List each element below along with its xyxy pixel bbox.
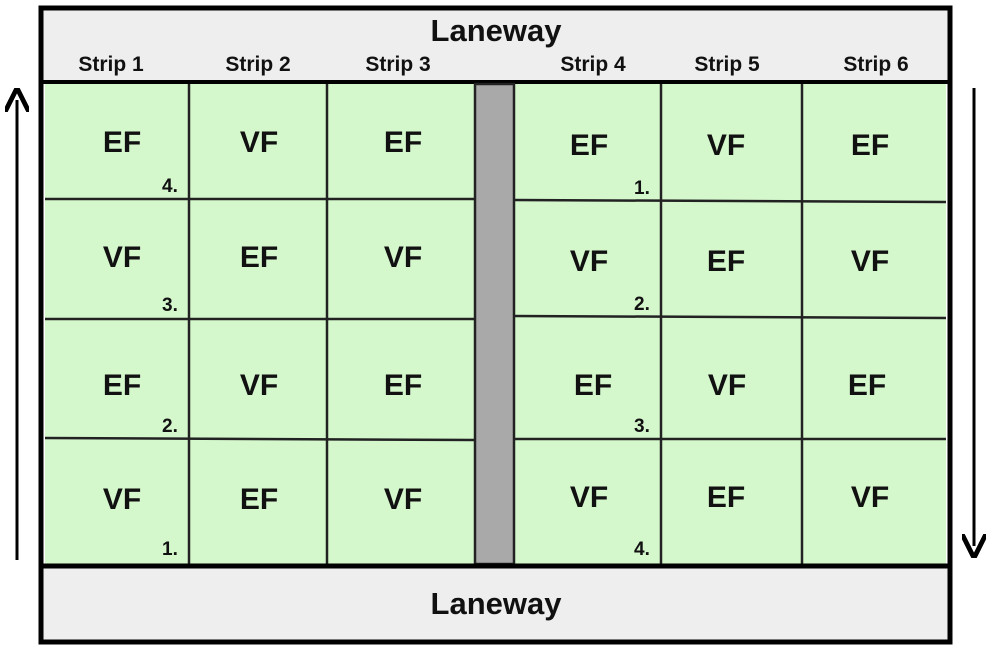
- plot-label: VF: [103, 483, 141, 516]
- plot-label: VF: [707, 129, 745, 162]
- strip-label-4: Strip 4: [560, 53, 626, 76]
- right-block-grid: [513, 84, 947, 564]
- replicate-label: 1.: [634, 178, 650, 199]
- replicate-label: 2.: [634, 294, 650, 315]
- strip-label-1: Strip 1: [78, 53, 144, 76]
- strip-label-5: Strip 5: [694, 53, 760, 76]
- strip-label-2: Strip 2: [225, 53, 290, 76]
- plot-label: EF: [103, 369, 141, 402]
- plot-label: EF: [570, 129, 608, 162]
- left-block-grid: [44, 84, 476, 564]
- plot-label: EF: [574, 369, 612, 402]
- laneway-bottom-area: [43, 568, 948, 640]
- plot-label: EF: [707, 245, 745, 278]
- plot-label: VF: [851, 481, 889, 514]
- plot-label: EF: [240, 483, 278, 516]
- plot-label: VF: [384, 483, 422, 516]
- replicate-label: 3.: [162, 295, 178, 316]
- replicate-label: 4.: [162, 176, 178, 197]
- strip-label-6: Strip 6: [843, 53, 908, 76]
- plot-label: VF: [708, 369, 746, 402]
- laneway-top-area: [43, 10, 948, 81]
- replicate-label: 3.: [634, 416, 650, 437]
- plot-label: VF: [240, 369, 278, 402]
- plot-label: EF: [384, 369, 422, 402]
- center-path: [473, 82, 516, 566]
- replicate-label: 4.: [634, 539, 650, 560]
- replicate-label: 1.: [162, 539, 178, 560]
- plot-label: VF: [384, 241, 422, 274]
- plot-label: EF: [384, 126, 422, 159]
- plot-labels: EF VF EF EF VF EF VF EF VF VF EF VF EF V…: [103, 126, 889, 516]
- plot-label: VF: [103, 241, 141, 274]
- plot-label: EF: [103, 126, 141, 159]
- replicate-label: 2.: [162, 416, 178, 437]
- plot-label: EF: [240, 241, 278, 274]
- plot-label: VF: [240, 126, 278, 159]
- laneway-bottom-label: Laneway: [431, 586, 563, 621]
- strip-label-3: Strip 3: [365, 53, 430, 76]
- plot-label: VF: [851, 245, 889, 278]
- plot-label: VF: [570, 481, 608, 514]
- laneway-top-label: Laneway: [431, 13, 563, 48]
- plot-label: VF: [570, 245, 608, 278]
- plot-label: EF: [848, 369, 886, 402]
- plot-label: EF: [707, 481, 745, 514]
- replicate-labels: 4. 3. 2. 1. 1. 2. 3. 4.: [162, 176, 650, 560]
- plot-label: EF: [851, 129, 889, 162]
